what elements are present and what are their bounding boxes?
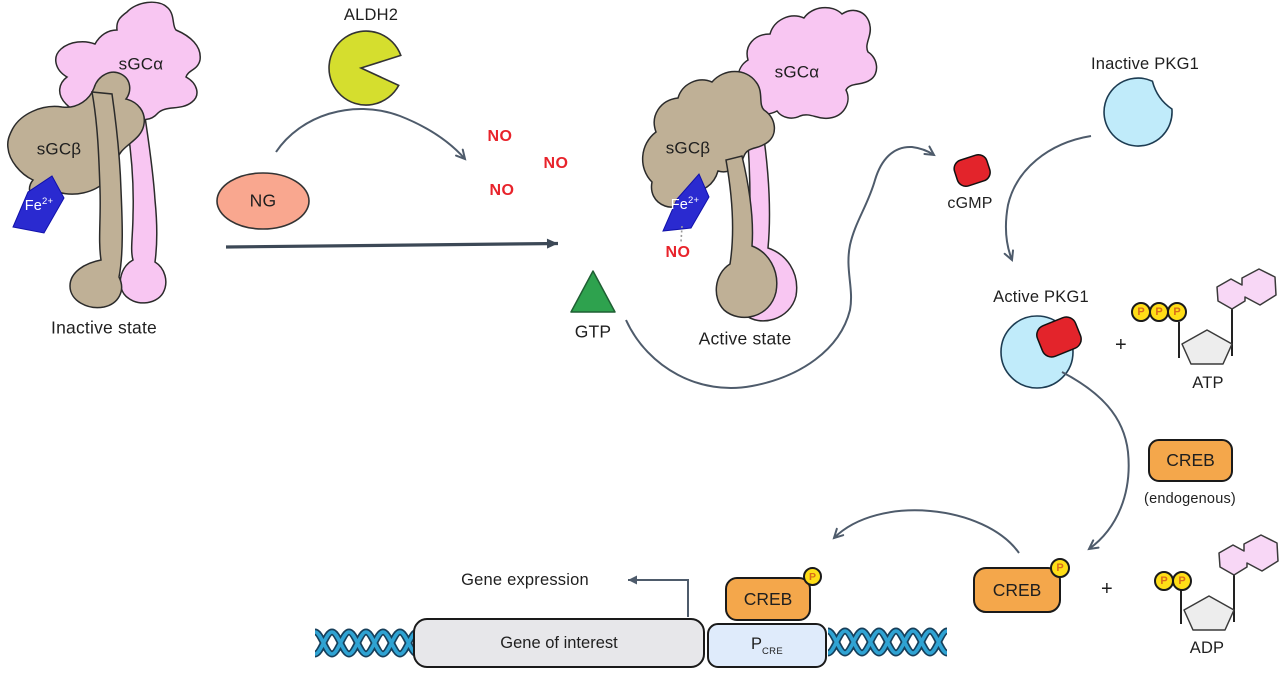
cre-promoter-label: PCRE: [751, 635, 783, 657]
phospho-creb-box: CREB: [973, 567, 1061, 613]
pkg1-activation-arrow: [1003, 135, 1092, 262]
gtp-label: GTP: [574, 321, 612, 342]
active-sgc-complex-shape: [642, 6, 878, 322]
plus-sign: +: [1115, 334, 1127, 356]
creb-endogenous-box: CREB: [1148, 439, 1233, 482]
bound-cgmp-shape: [1036, 316, 1082, 358]
adp-structure: [1180, 534, 1279, 631]
sgc-beta-label: sGCβ: [665, 138, 711, 158]
sgc-alpha-stalk-shape: [119, 106, 167, 304]
creb-to-promoter-arrow: [832, 509, 1020, 554]
main-reaction-arrow: [225, 238, 559, 249]
creb-label: CREB: [743, 588, 793, 609]
dna-helix-right: [826, 627, 949, 657]
adp-phosphate-badge: P: [1154, 571, 1174, 591]
fe-charge-text: 2+: [42, 195, 54, 207]
adp-label: ADP: [1189, 638, 1225, 657]
no-molecule-label: NO: [543, 155, 569, 172]
sgc-alpha-label: sGCα: [118, 54, 164, 74]
atp-structure: [1178, 268, 1277, 365]
sgc-beta-stalk-shape: [69, 91, 123, 309]
sgc-beta-label: sGCβ: [36, 139, 82, 159]
ng-substrate-shape: [216, 172, 310, 230]
creb-label: CREB: [992, 579, 1042, 600]
fe-heme-label: Fe2+: [25, 197, 54, 214]
pkg1-to-creb-arrow: [1061, 371, 1130, 551]
ng-to-no-arrow: [275, 108, 467, 161]
promoter-cre-text: CRE: [762, 645, 783, 657]
heme-fe-shape: [12, 175, 65, 234]
no-molecule-label: NO: [489, 182, 515, 199]
phosphate-badge: P: [1050, 558, 1070, 578]
gene-expression-label: Gene expression: [461, 570, 589, 589]
sgc-alpha-shape: [737, 6, 878, 120]
active-pkg1-label: Active PKG1: [993, 287, 1089, 306]
fe-text: Fe: [24, 197, 43, 214]
plus-sign: +: [1101, 578, 1113, 600]
ng-label: NG: [249, 190, 277, 211]
gtp-triangle-shape: [570, 270, 616, 313]
cgmp-shape: [953, 153, 991, 187]
endogenous-note: (endogenous): [1144, 490, 1236, 507]
aldh2-enzyme-shape: [328, 30, 402, 106]
cre-promoter-box: PCRE: [707, 623, 827, 668]
no-molecule-label: NO: [487, 128, 513, 145]
creb-label: CREB: [1166, 450, 1215, 470]
sgc-alpha-label: sGCα: [774, 62, 820, 82]
atp-phosphate-badge: P: [1167, 302, 1187, 322]
sgc-to-cgmp-arrow: [625, 145, 936, 389]
promoter-bound-creb-box: CREB: [725, 577, 811, 621]
gene-expression-arrow: [628, 575, 689, 617]
adp-phosphate-badge: P: [1172, 571, 1192, 591]
fe-heme-label: Fe2+: [671, 196, 700, 213]
bound-no-label: NO: [665, 244, 691, 261]
aldh2-label: ALDH2: [343, 5, 399, 24]
fe-charge-text: 2+: [688, 194, 700, 206]
sgc-beta-stalk-shape: [715, 155, 778, 319]
dna-helix-left: [313, 628, 419, 658]
inactive-pkg1-label: Inactive PKG1: [1090, 54, 1200, 73]
gene-of-interest-label: Gene of interest: [500, 633, 618, 652]
gene-of-interest-box: Gene of interest: [413, 618, 705, 668]
phosphate-badge: P: [803, 567, 822, 586]
inactive-pkg1-shape: [1103, 77, 1173, 147]
promoter-p-text: P: [751, 634, 763, 653]
fe-text: Fe: [670, 196, 689, 213]
atp-phosphate-badge: P: [1149, 302, 1169, 322]
heme-fe-shape: [662, 173, 710, 232]
active-state-caption: Active state: [698, 328, 792, 349]
atp-phosphate-badge: P: [1131, 302, 1151, 322]
inactive-sgc-complex-shape: [7, 1, 201, 309]
inactive-state-caption: Inactive state: [51, 317, 157, 338]
atp-label: ATP: [1192, 373, 1224, 392]
cgmp-label: cGMP: [947, 195, 993, 212]
